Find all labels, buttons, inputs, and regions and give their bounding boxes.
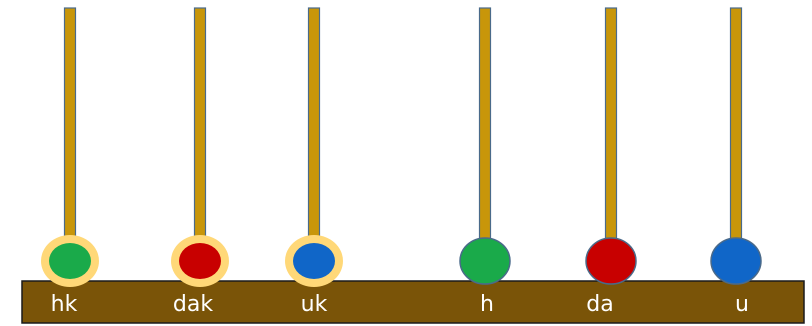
bead-hk xyxy=(49,243,91,279)
bead-dak xyxy=(179,243,221,279)
bead-h xyxy=(459,237,511,285)
rod-label-da: da xyxy=(586,292,613,317)
abacus-base xyxy=(21,280,805,324)
rod-label-u: u xyxy=(735,292,749,317)
rod-label-dak: dak xyxy=(173,292,213,317)
labels-layer: hk dak uk h da u xyxy=(51,292,749,317)
rod-label-uk: uk xyxy=(301,292,328,317)
bead-uk xyxy=(293,243,335,279)
beads-layer xyxy=(41,235,762,287)
rod-label-h: h xyxy=(480,292,494,317)
bead-da xyxy=(585,237,637,285)
rod-label-hk: hk xyxy=(51,292,78,317)
rods-layer xyxy=(63,7,743,283)
bead-u xyxy=(710,237,762,285)
